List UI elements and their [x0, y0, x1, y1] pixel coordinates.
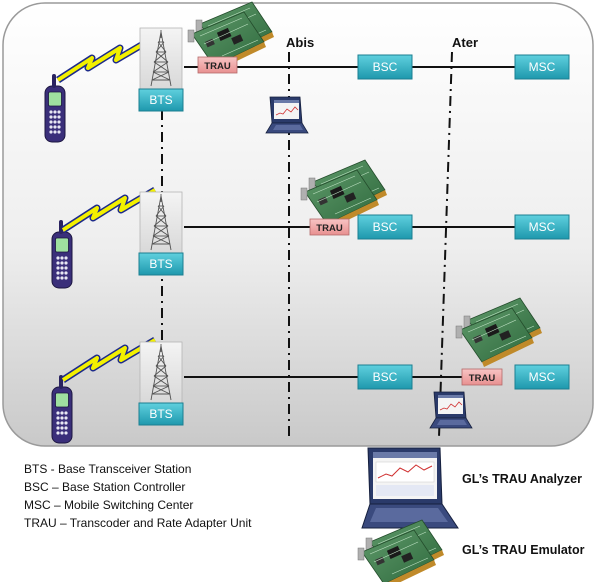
trau-node-3-label: TRAU: [469, 373, 496, 384]
tower-1-icon: [139, 27, 183, 91]
bts-node-3: [138, 402, 184, 426]
trau-node-1: [197, 56, 238, 74]
bsc-node-1-label: BSC: [373, 60, 398, 74]
trau-node-2-label: TRAU: [316, 223, 343, 234]
bts-node-1-label: BTS: [149, 93, 172, 107]
bts-node-2-label: BTS: [149, 257, 172, 271]
trau-emulator-label: GL’s TRAU Emulator: [462, 543, 585, 557]
bts-node-3-label: BTS: [149, 407, 172, 421]
legend-bsc: BSC – Base Station Controller: [24, 480, 186, 494]
trau-emulator-card-icon: [358, 520, 444, 582]
bts-node-1: [138, 88, 184, 112]
legend-bts: BTS - Base Transceiver Station: [24, 462, 192, 476]
bsc-node-2: [357, 214, 413, 240]
bsc-node-3: [357, 364, 413, 390]
ater-label: Ater: [452, 35, 478, 50]
tower-2-icon: [139, 191, 183, 255]
abis-label: Abis: [286, 35, 314, 50]
legend-trau: TRAU – Transcoder and Rate Adapter Unit: [24, 516, 252, 530]
legend-msc: MSC – Mobile Switching Center: [24, 498, 194, 512]
msc-node-1: [514, 54, 570, 80]
ater-interface-line: [438, 51, 453, 438]
trau-node-2: [309, 218, 350, 236]
bsc-node-1: [357, 54, 413, 80]
bsc-node-2-label: BSC: [373, 220, 398, 234]
msc-node-1-label: MSC: [529, 60, 556, 74]
msc-node-2: [514, 214, 570, 240]
msc-node-2-label: MSC: [529, 220, 556, 234]
legend: BTS - Base Transceiver Station BSC – Bas…: [24, 460, 354, 532]
trau-node-1-label: TRAU: [204, 61, 231, 72]
trau-analyzer-laptop-icon: [361, 447, 459, 529]
msc-node-3-label: MSC: [529, 370, 556, 384]
bts-node-2: [138, 252, 184, 276]
msc-node-3: [514, 364, 570, 390]
trau-node-3: [461, 368, 503, 386]
trau-analyzer-label: GL’s TRAU Analyzer: [462, 472, 582, 486]
network-panel: [2, 2, 594, 447]
tower-3-icon: [139, 341, 183, 405]
bsc-node-3-label: BSC: [373, 370, 398, 384]
